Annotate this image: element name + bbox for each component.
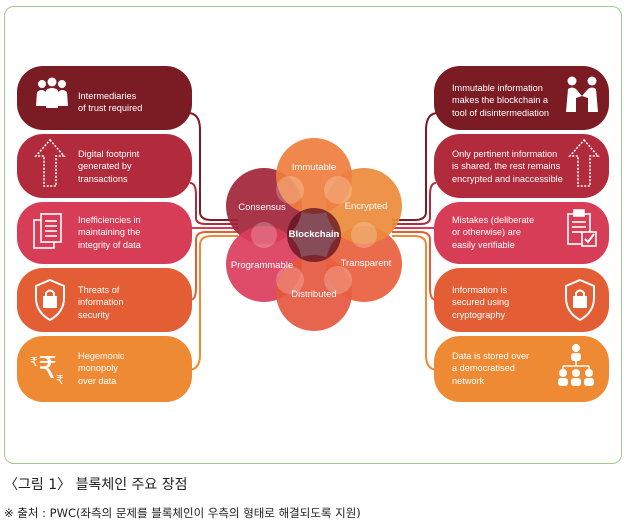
svg-text:₹: ₹ — [30, 355, 38, 369]
connector-right-top — [392, 112, 439, 221]
left-item-5-text: Hegemonic monopoly over data — [78, 351, 125, 386]
left-item-3-text: Inefficiencies in maintaining the integr… — [78, 215, 141, 250]
network-people-icon — [558, 344, 594, 386]
connector-right-low — [392, 231, 437, 301]
figure-source: ※ 출처 : PWC(좌측의 문제를 블록체인이 우측의 형태로 해결되도록 지… — [4, 506, 361, 520]
right-item-5-text: Data is stored over a democratised netwo… — [452, 351, 530, 386]
label-blockchain: Blockchain — [288, 229, 340, 240]
left-card-5 — [17, 336, 192, 402]
right-item-2-text: Only pertinent information is shared, th… — [452, 149, 563, 184]
documents-icon — [33, 213, 62, 249]
right-card-1 — [434, 66, 609, 130]
people-group-icon — [36, 77, 68, 108]
shield-lock-icon — [565, 278, 595, 322]
label-consensus: Consensus — [238, 202, 286, 213]
figure-caption: 〈그림 1〉 블록체인 주요 장점 — [4, 477, 188, 493]
label-immutable: Immutable — [291, 162, 337, 173]
shield-lock-icon — [35, 278, 65, 322]
handshake-icon — [566, 76, 598, 112]
connector-right-bottom — [392, 235, 439, 371]
right-cards — [434, 66, 609, 402]
label-programmable: Programmable — [230, 260, 294, 271]
left-item-1-text: Intermediaries of trust required — [78, 91, 143, 114]
label-distributed: Distributed — [291, 289, 337, 300]
right-card-4 — [434, 268, 609, 332]
connector-left-bottom — [187, 235, 238, 371]
svg-text:₹: ₹ — [56, 373, 64, 387]
circle-immutable — [276, 138, 352, 214]
right-item-4-text: Information is secured using cryptograph… — [452, 285, 510, 320]
connector-lines — [187, 112, 439, 371]
label-encrypted: Encrypted — [344, 201, 388, 212]
right-card-2 — [434, 134, 609, 198]
circle-center — [287, 208, 341, 262]
right-card-3 — [434, 202, 609, 264]
rupee-icon: ₹ ₹ ₹ — [30, 351, 64, 387]
connector-left-low — [189, 231, 238, 301]
checklist-icon — [567, 209, 597, 247]
left-item-4-text: Threats of information security — [78, 285, 124, 320]
left-card-2 — [17, 134, 192, 198]
label-transparent: Transparent — [340, 258, 392, 269]
circle-cluster — [226, 138, 402, 331]
right-item-3-text: Mistakes (deliberate or otherwise) are e… — [452, 215, 535, 250]
up-arrow-icon — [568, 138, 600, 187]
blockchain-diagram: ₹ ₹ ₹ — [17, 66, 609, 402]
connector-left-top — [187, 112, 238, 221]
connector-right-mid — [392, 182, 437, 225]
connector-left-mid — [189, 182, 238, 225]
circle-transparent — [326, 226, 402, 302]
right-item-1-text: Immutable information makes the blockcha… — [452, 83, 550, 118]
svg-text:₹: ₹ — [38, 351, 57, 386]
left-item-2-text: Digital footprint generated by transacti… — [78, 149, 140, 184]
up-arrow-icon — [34, 138, 66, 187]
